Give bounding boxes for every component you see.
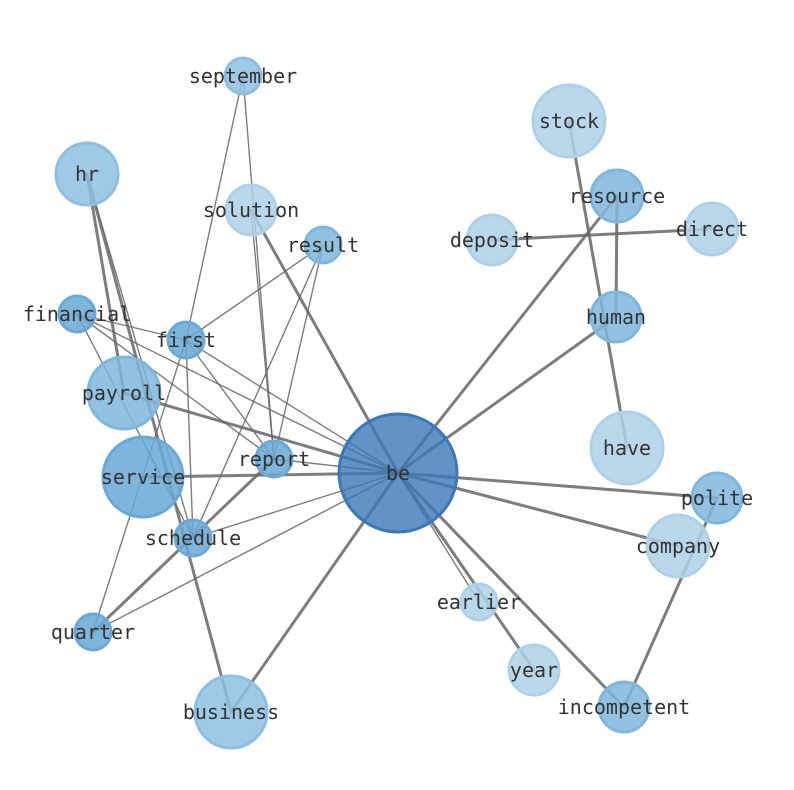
node-financial[interactable]: [57, 294, 97, 334]
node-label-hr: hr: [75, 162, 99, 186]
node-incompetent[interactable]: [597, 680, 651, 734]
node-payroll[interactable]: [86, 355, 162, 431]
edge-result-first: [185, 244, 324, 341]
node-label-be: be: [386, 461, 410, 485]
node-label-direct: direct: [676, 217, 748, 241]
node-report[interactable]: [254, 439, 294, 479]
node-label-polite: polite: [681, 486, 753, 510]
node-hr[interactable]: [54, 141, 120, 207]
node-label-solution: solution: [203, 198, 299, 222]
node-solution[interactable]: [224, 183, 278, 237]
node-resource[interactable]: [589, 168, 645, 224]
node-year[interactable]: [507, 643, 561, 697]
node-first[interactable]: [166, 320, 206, 360]
node-schedule[interactable]: [173, 518, 213, 558]
node-label-have: have: [603, 436, 651, 460]
node-label-stock: stock: [539, 109, 599, 133]
node-deposit[interactable]: [465, 213, 519, 267]
node-label-result: result: [287, 233, 359, 257]
edge-first-report: [185, 339, 275, 460]
edge-september-first: [185, 75, 244, 341]
node-label-financial: financial: [23, 302, 131, 326]
edge-financial-report: [76, 313, 275, 460]
node-layer: [54, 56, 744, 750]
node-label-deposit: deposit: [450, 228, 534, 252]
node-label-company: company: [636, 534, 720, 558]
edge-september-report: [242, 75, 275, 460]
node-label-human: human: [586, 305, 646, 329]
node-stock[interactable]: [531, 83, 607, 159]
node-human[interactable]: [589, 290, 643, 344]
node-september[interactable]: [223, 56, 263, 96]
node-polite[interactable]: [690, 471, 744, 525]
node-have[interactable]: [589, 410, 665, 486]
edge-stock-have: [567, 119, 629, 450]
node-label-first: first: [156, 328, 216, 352]
node-label-service: service: [101, 465, 185, 489]
node-direct[interactable]: [684, 201, 740, 257]
node-label-business: business: [183, 700, 279, 724]
node-label-payroll: payroll: [82, 381, 166, 405]
node-result[interactable]: [303, 225, 343, 265]
node-label-schedule: schedule: [145, 526, 241, 550]
node-label-year: year: [510, 658, 558, 682]
node-quarter[interactable]: [73, 612, 113, 652]
node-label-earlier: earlier: [437, 590, 521, 614]
node-label-september: september: [189, 64, 297, 88]
node-be[interactable]: [337, 412, 459, 534]
node-label-incompetent: incompetent: [558, 695, 690, 719]
node-business[interactable]: [193, 674, 269, 750]
edge-first-schedule: [185, 339, 194, 539]
edge-result-report: [273, 244, 324, 460]
node-label-quarter: quarter: [51, 620, 135, 644]
edge-deposit-direct: [490, 227, 714, 242]
node-earlier[interactable]: [459, 582, 499, 622]
node-company[interactable]: [645, 513, 711, 579]
edge-solution-report: [250, 209, 275, 460]
node-label-resource: resource: [569, 184, 665, 208]
label-layer: be september hr solution result financial firs…: [23, 64, 753, 724]
node-service[interactable]: [101, 435, 185, 519]
edge-result-schedule: [192, 244, 324, 539]
node-label-report: report: [238, 447, 310, 471]
